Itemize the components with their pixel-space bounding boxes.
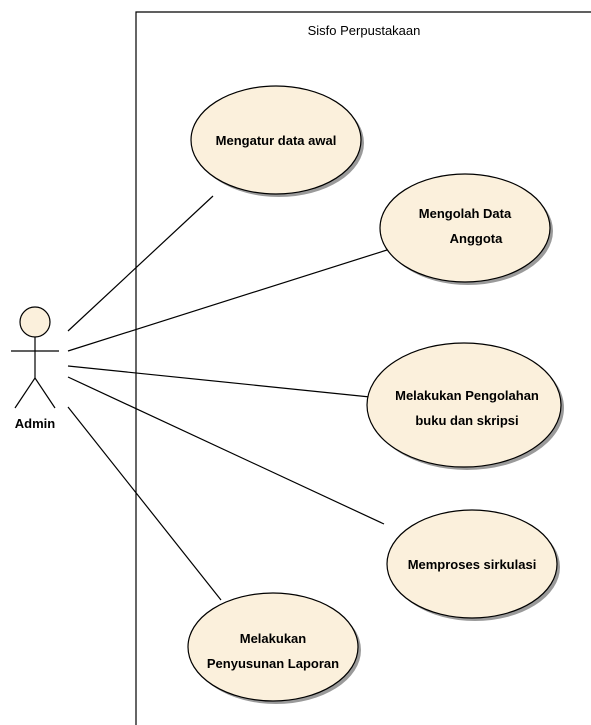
use-case-ellipse xyxy=(187,592,359,702)
use-case-4[interactable]: Memproses sirkulasi xyxy=(386,509,560,621)
use-case-ellipse xyxy=(366,342,562,468)
system-boundary xyxy=(135,11,591,725)
use-case-label: Mengolah Data xyxy=(419,206,512,221)
use-case-label: buku dan skripsi xyxy=(415,413,518,428)
use-case-label: Penyusunan Laporan xyxy=(207,656,339,671)
association-line xyxy=(67,406,222,601)
use-case-label: Memproses sirkulasi xyxy=(408,557,537,572)
use-case-ellipse xyxy=(190,85,362,195)
association-line xyxy=(67,376,385,525)
use-case-label: Melakukan Pengolahan xyxy=(395,388,539,403)
use-case-5[interactable]: Melakukan Penyusunan Laporan xyxy=(187,592,361,704)
use-case-ellipse xyxy=(379,173,551,283)
use-case-3[interactable]: Melakukan Pengolahan buku dan skripsi xyxy=(366,342,564,470)
actor-admin xyxy=(11,306,59,409)
actor-name: Admin xyxy=(15,416,56,431)
association-line xyxy=(67,249,388,352)
system-title: Sisfo Perpustakaan xyxy=(308,23,421,38)
actor-left-leg xyxy=(14,377,36,409)
actor-right-leg xyxy=(34,377,56,409)
associations xyxy=(67,195,388,601)
use-case-label: Anggota xyxy=(450,231,503,246)
use-case-ellipse xyxy=(386,509,558,619)
use-case-1[interactable]: Mengatur data awal xyxy=(190,85,364,197)
association-line xyxy=(67,365,371,398)
actor-head xyxy=(19,306,51,338)
use-case-2[interactable]: Mengolah Data Anggota xyxy=(379,173,553,285)
use-case-label: Mengatur data awal xyxy=(216,133,337,148)
use-case-label: Melakukan xyxy=(240,631,307,646)
association-line xyxy=(67,195,214,332)
